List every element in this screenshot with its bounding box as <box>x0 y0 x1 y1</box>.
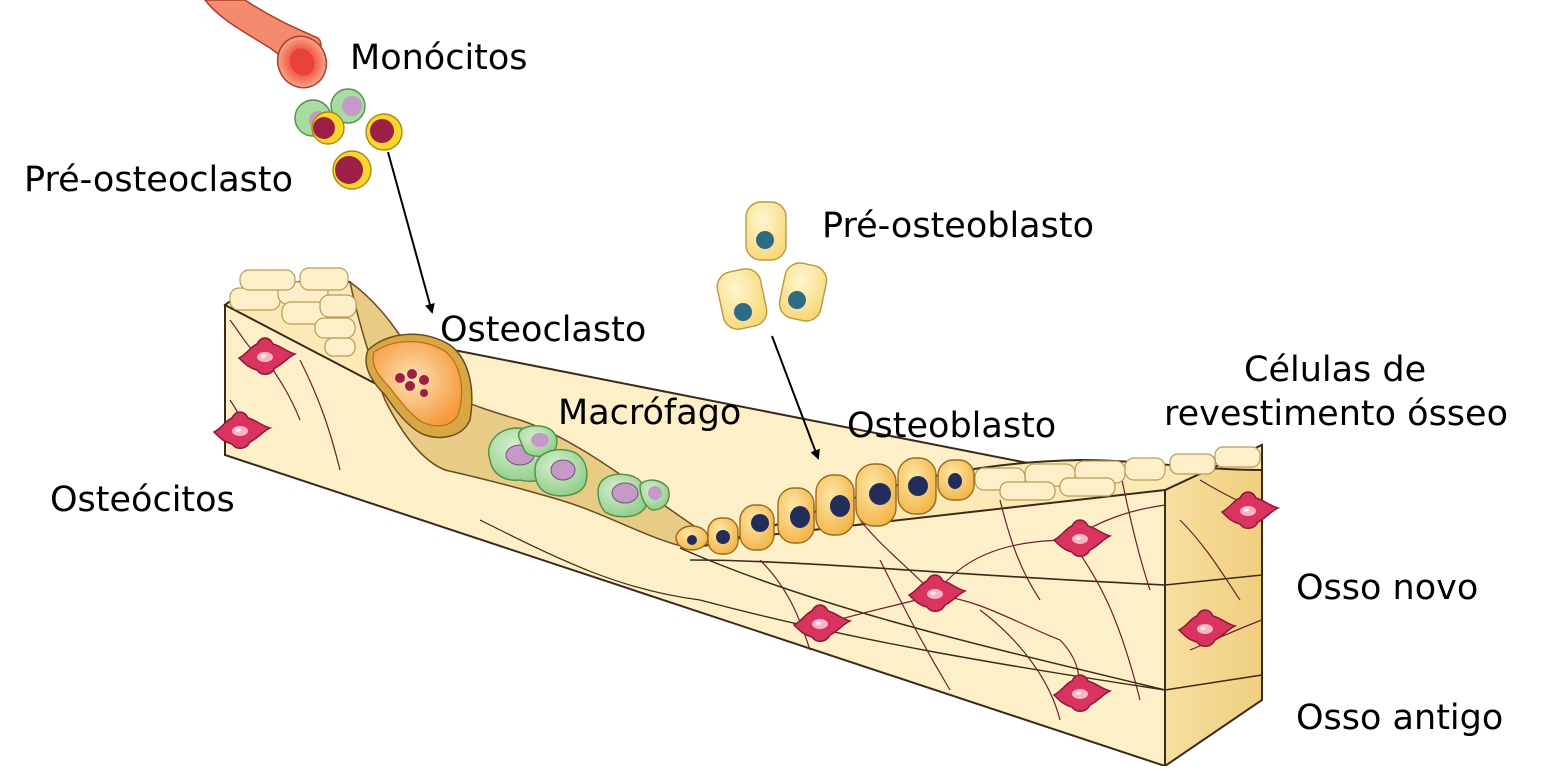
label-osteoblast: Osteoblasto <box>847 406 1057 446</box>
label-lining-cells-line1: Células de <box>1244 350 1427 390</box>
label-new-bone: Osso novo <box>1296 568 1479 608</box>
label-osteocytes: Osteócitos <box>50 480 235 520</box>
label-pre-osteoclast: Pré-osteoclasto <box>24 160 294 200</box>
arrow-to-osteoclast <box>387 151 435 314</box>
osteoclast-cell <box>365 333 473 439</box>
lining-cells-left <box>229 267 357 357</box>
monocyte-cluster <box>294 88 403 190</box>
label-monocytes: Monócitos <box>350 38 528 78</box>
label-old-bone: Osso antigo <box>1296 698 1504 738</box>
macrophage-group <box>488 425 670 518</box>
label-lining-cells-line2: revestimento ósseo <box>1164 394 1508 434</box>
label-osteoclast: Osteoclasto <box>440 310 647 350</box>
osteoblast-row <box>675 457 975 555</box>
arrow-to-osteoblast <box>771 335 820 460</box>
lining-cells-right <box>974 446 1261 501</box>
blood-vessel <box>204 0 328 89</box>
label-macrophage: Macrófago <box>558 393 742 433</box>
pre-osteoblast-cluster <box>716 201 828 330</box>
label-pre-osteoblast: Pré-osteoblasto <box>822 206 1095 246</box>
